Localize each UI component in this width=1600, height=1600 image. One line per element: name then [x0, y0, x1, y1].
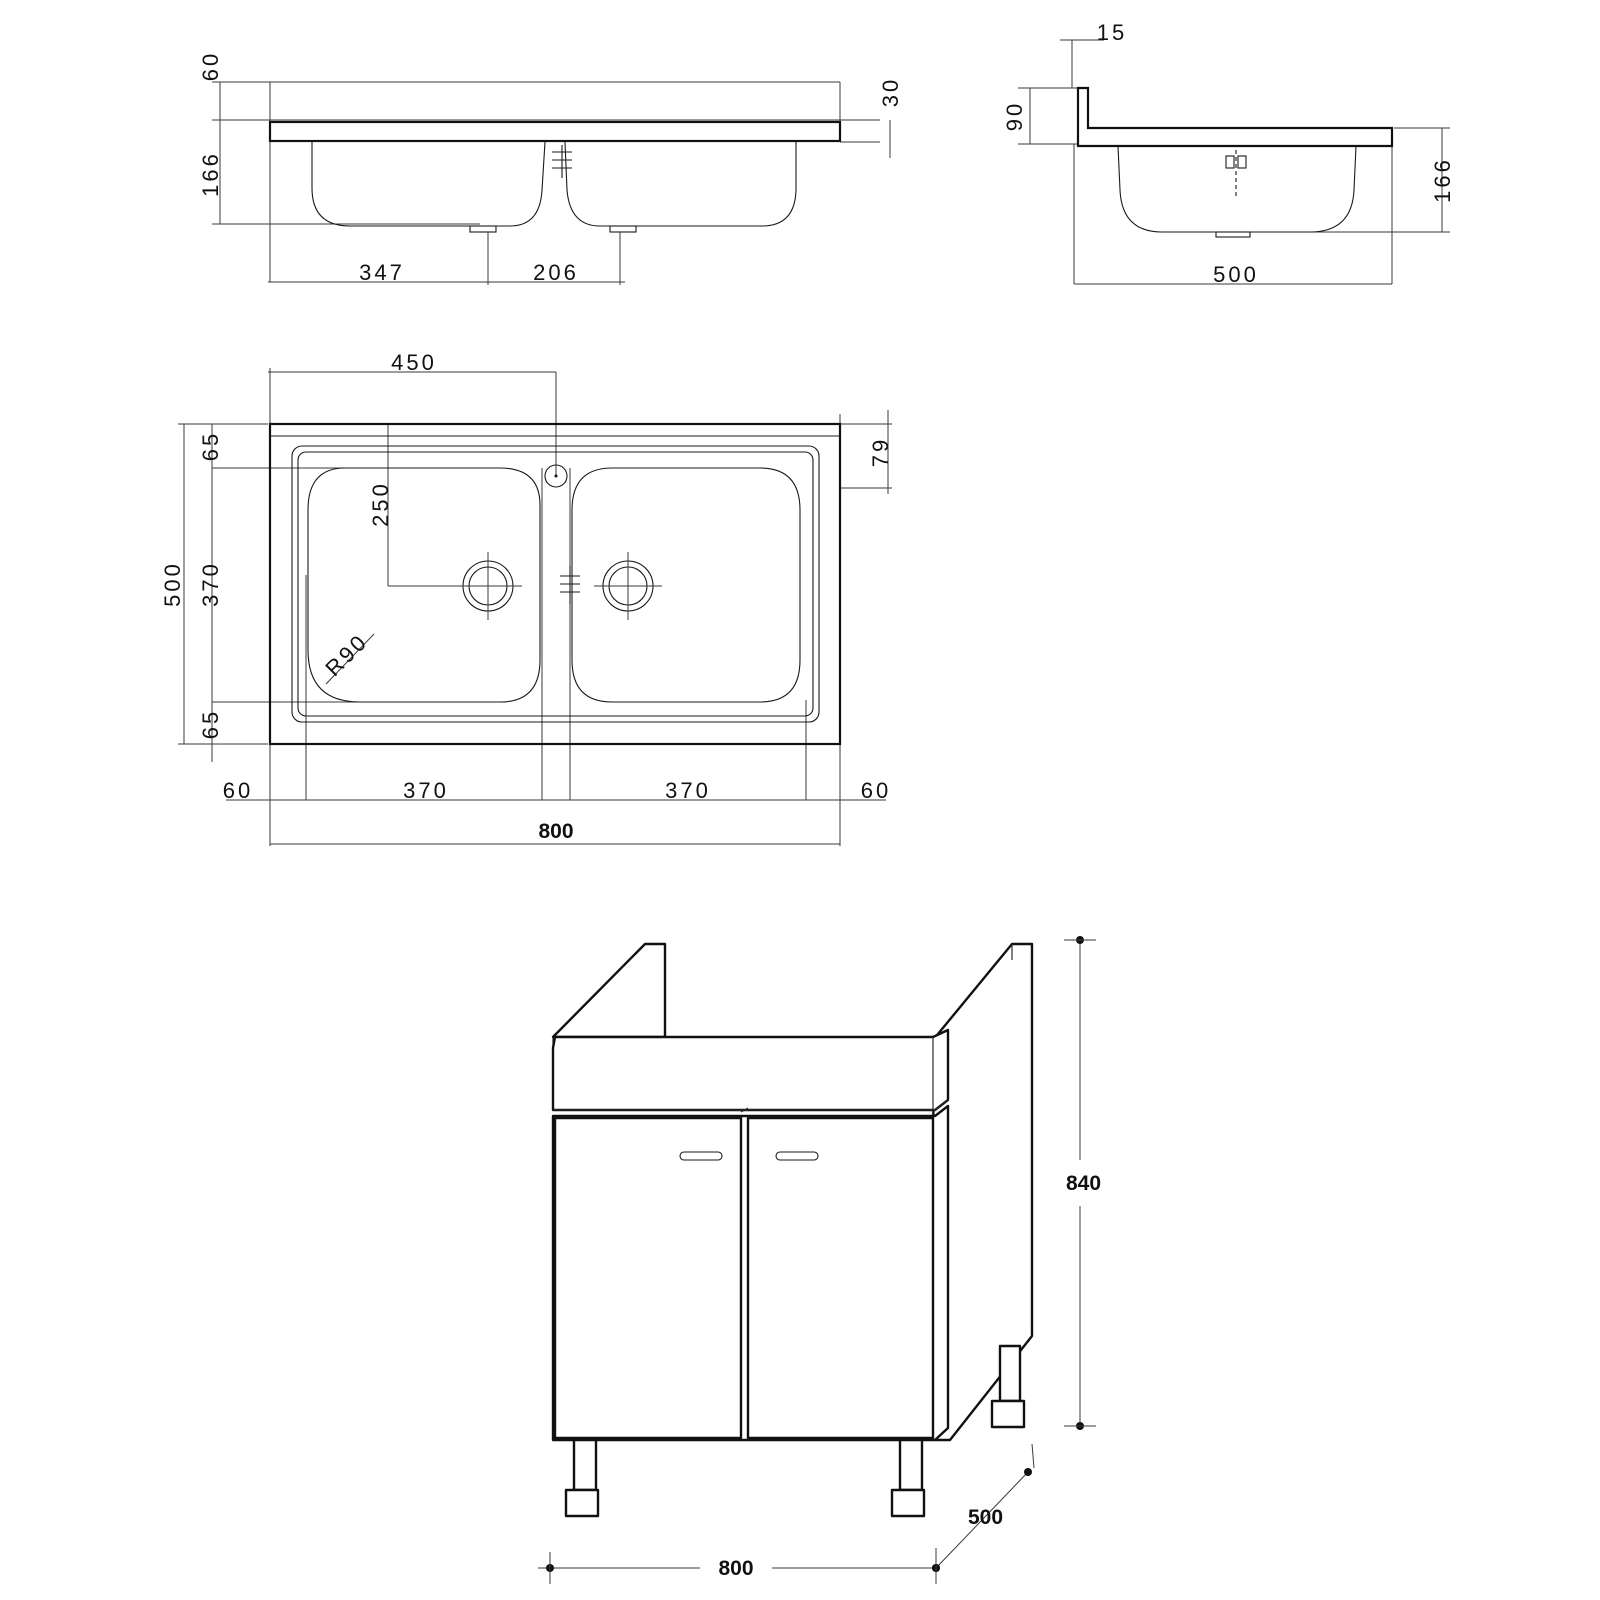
plan-front-margin-label: 65 [198, 709, 223, 739]
side-depth-label: 500 [1213, 262, 1259, 287]
left-door [553, 1116, 743, 1440]
cabinet-depth-label: 500 [968, 1506, 1003, 1529]
front-flange-label: 30 [878, 77, 903, 107]
front-left-leg [572, 1438, 598, 1492]
side-elevation-view: 15 90 166 500 [1002, 20, 1455, 287]
front-elevation-view: 60 30 166 347 206 [198, 51, 903, 285]
front-drain-spacing-label: 206 [533, 260, 579, 285]
plan-right-margin-label: 60 [861, 778, 891, 803]
front-top-height-label: 60 [198, 51, 223, 81]
plan-overall-depth-label: 500 [160, 561, 185, 607]
plan-drain-depth-label: 250 [368, 481, 393, 527]
plan-corner-radius-label: R90 [320, 628, 373, 681]
front-bowl-depth-label: 166 [198, 151, 223, 197]
cabinet-isometric-view: 840 500 800 [538, 936, 1101, 1584]
plan-bowl-length-label: 370 [198, 561, 223, 607]
plan-overall-width-label: 800 [538, 820, 573, 843]
front-right-leg [898, 1438, 924, 1492]
side-backsplash-thickness-label: 15 [1097, 20, 1127, 45]
back-right-leg [998, 1344, 1022, 1403]
cabinet-width-label: 800 [718, 1557, 753, 1580]
plan-view: 450 65 79 250 500 370 65 R90 60 370 370 … [160, 350, 893, 846]
plan-tap-hole-offset-label: 450 [391, 350, 437, 375]
right-door-handle [775, 1151, 819, 1161]
plan-left-margin-label: 60 [223, 778, 253, 803]
left-door-handle [679, 1151, 723, 1161]
right-door [746, 1116, 935, 1440]
cabinet-height-label: 840 [1066, 1172, 1101, 1195]
side-bowl-depth-label: 166 [1430, 157, 1455, 203]
plan-back-margin-label: 65 [198, 431, 223, 461]
plan-bowl-width-right-label: 370 [665, 778, 711, 803]
plan-bowl-width-left-label: 370 [403, 778, 449, 803]
side-backsplash-height-label: 90 [1002, 101, 1027, 131]
front-left-drain-label: 347 [359, 260, 405, 285]
plan-tap-hole-depth-label: 79 [868, 437, 893, 467]
